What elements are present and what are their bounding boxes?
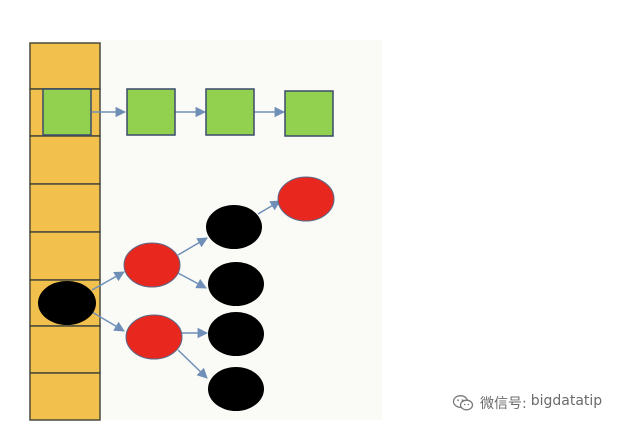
list-node [284, 90, 334, 137]
bucket-slot [29, 183, 101, 233]
tree-edge [257, 200, 281, 215]
tree-edge [91, 311, 125, 332]
list-node [126, 88, 176, 136]
tree-root-black-node [38, 281, 96, 325]
list-node [205, 88, 255, 136]
tree-edges [91, 200, 281, 379]
bucket-slot [29, 42, 101, 90]
black-node [208, 312, 264, 356]
bucket-slot [29, 231, 101, 281]
bucket-slot [29, 325, 101, 374]
bucket-slot [29, 372, 101, 421]
wechat-icon [452, 395, 474, 411]
linked-list [42, 88, 334, 137]
red-node [123, 242, 181, 288]
tree-edge [91, 271, 125, 291]
bucket-slot [29, 135, 101, 185]
red-node [125, 314, 183, 360]
tree-edge [177, 237, 208, 256]
wechat-watermark: 微信号: bigdatatip [452, 393, 602, 413]
watermark-prefix: 微信号: [480, 396, 527, 412]
black-node [206, 205, 262, 249]
red-node [277, 176, 335, 222]
watermark-account: bigdatatip [530, 393, 603, 409]
list-node-head [42, 88, 92, 136]
red-black-tree [38, 176, 335, 411]
black-node [208, 262, 264, 306]
tree-edge [177, 272, 207, 289]
black-node [208, 367, 264, 411]
tree-edge [177, 349, 208, 379]
